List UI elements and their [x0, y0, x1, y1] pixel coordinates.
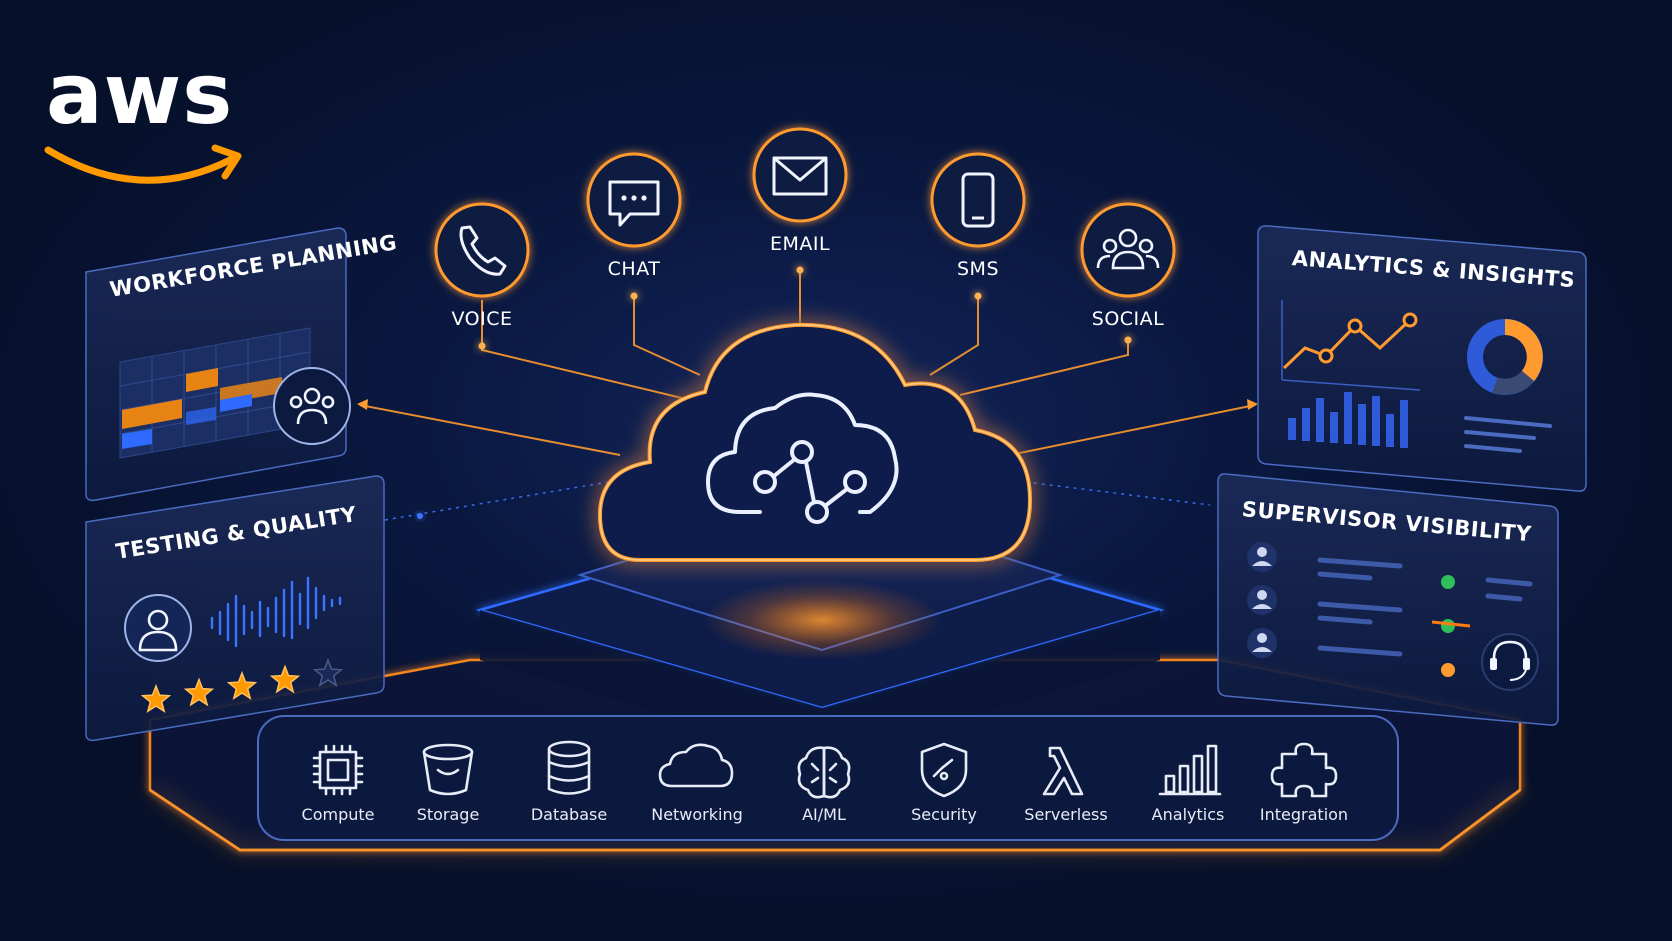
channel-label-sms: SMS: [956, 258, 999, 280]
services-bar: [257, 715, 1399, 841]
service-integration[interactable]: Integration: [1259, 805, 1349, 824]
legend-lines: [1464, 416, 1552, 453]
agent-rows: [1247, 542, 1533, 677]
channel-email-node[interactable]: [752, 127, 848, 223]
service-analytics[interactable]: Analytics: [1151, 805, 1225, 824]
service-compute[interactable]: Compute: [301, 805, 375, 824]
star-filled-icon: [183, 677, 215, 707]
channel-chat-node[interactable]: [586, 152, 682, 248]
envelope-icon: [772, 156, 828, 196]
channel-label-voice: VOICE: [451, 308, 513, 330]
dotted-blue-connectors: [384, 479, 1211, 521]
service-networking[interactable]: Networking: [651, 805, 743, 824]
service-security[interactable]: Security: [911, 805, 977, 824]
chip-icon: [312, 744, 364, 796]
channel-label-email: EMAIL: [769, 233, 831, 255]
database-icon: [547, 740, 591, 795]
channel-sms-node[interactable]: [930, 152, 1026, 248]
star-filled-icon: [269, 664, 301, 694]
workforce-planning-panel[interactable]: [85, 227, 351, 502]
channel-label-social: SOCIAL: [1091, 308, 1165, 330]
cloud-network-icon: [706, 392, 899, 524]
puzzle-icon: [1270, 742, 1338, 798]
bar-chart-icon: [1288, 392, 1408, 448]
service-database[interactable]: Database: [530, 805, 608, 824]
lambda-icon: [1042, 746, 1084, 796]
star-empty-icon: [312, 657, 344, 687]
channel-voice-node[interactable]: [434, 202, 530, 298]
line-chart-icon: [1281, 300, 1421, 391]
rating-stars: [140, 657, 344, 713]
service-storage[interactable]: Storage: [416, 805, 480, 824]
headset-icon: [1481, 633, 1539, 691]
star-filled-icon: [140, 683, 172, 713]
bar-chart-icon: [1158, 744, 1222, 796]
channel-connectors: [359, 268, 1256, 456]
analytics-insights-panel[interactable]: [1257, 225, 1587, 492]
people-icon: [1096, 228, 1160, 270]
connector-arrows: [357, 399, 1258, 410]
user-avatar-icon: [124, 594, 192, 662]
donut-chart-icon: [1467, 319, 1543, 395]
aws-logo: aws: [46, 45, 234, 143]
service-ai-ml[interactable]: AI/ML: [802, 805, 846, 824]
waveform-icon: [210, 576, 342, 648]
connector-end-dots: [478, 266, 1132, 350]
central-cloud: [597, 322, 1033, 562]
chat-bubble-icon: [608, 180, 660, 227]
channel-label-chat: CHAT: [607, 258, 661, 280]
supervisor-visibility-panel[interactable]: [1217, 473, 1559, 726]
testing-quality-panel[interactable]: [85, 475, 385, 742]
service-serverless[interactable]: Serverless: [1024, 805, 1108, 824]
schedule-grid: [119, 327, 311, 459]
team-icon: [273, 367, 351, 445]
cloud-icon: [658, 743, 734, 788]
smartphone-icon: [961, 172, 995, 228]
phone-icon: [459, 225, 507, 276]
channel-social-node[interactable]: [1080, 202, 1176, 298]
shield-icon: [920, 742, 968, 798]
star-filled-icon: [226, 670, 258, 700]
bucket-icon: [422, 743, 474, 796]
brain-icon: [797, 746, 851, 799]
